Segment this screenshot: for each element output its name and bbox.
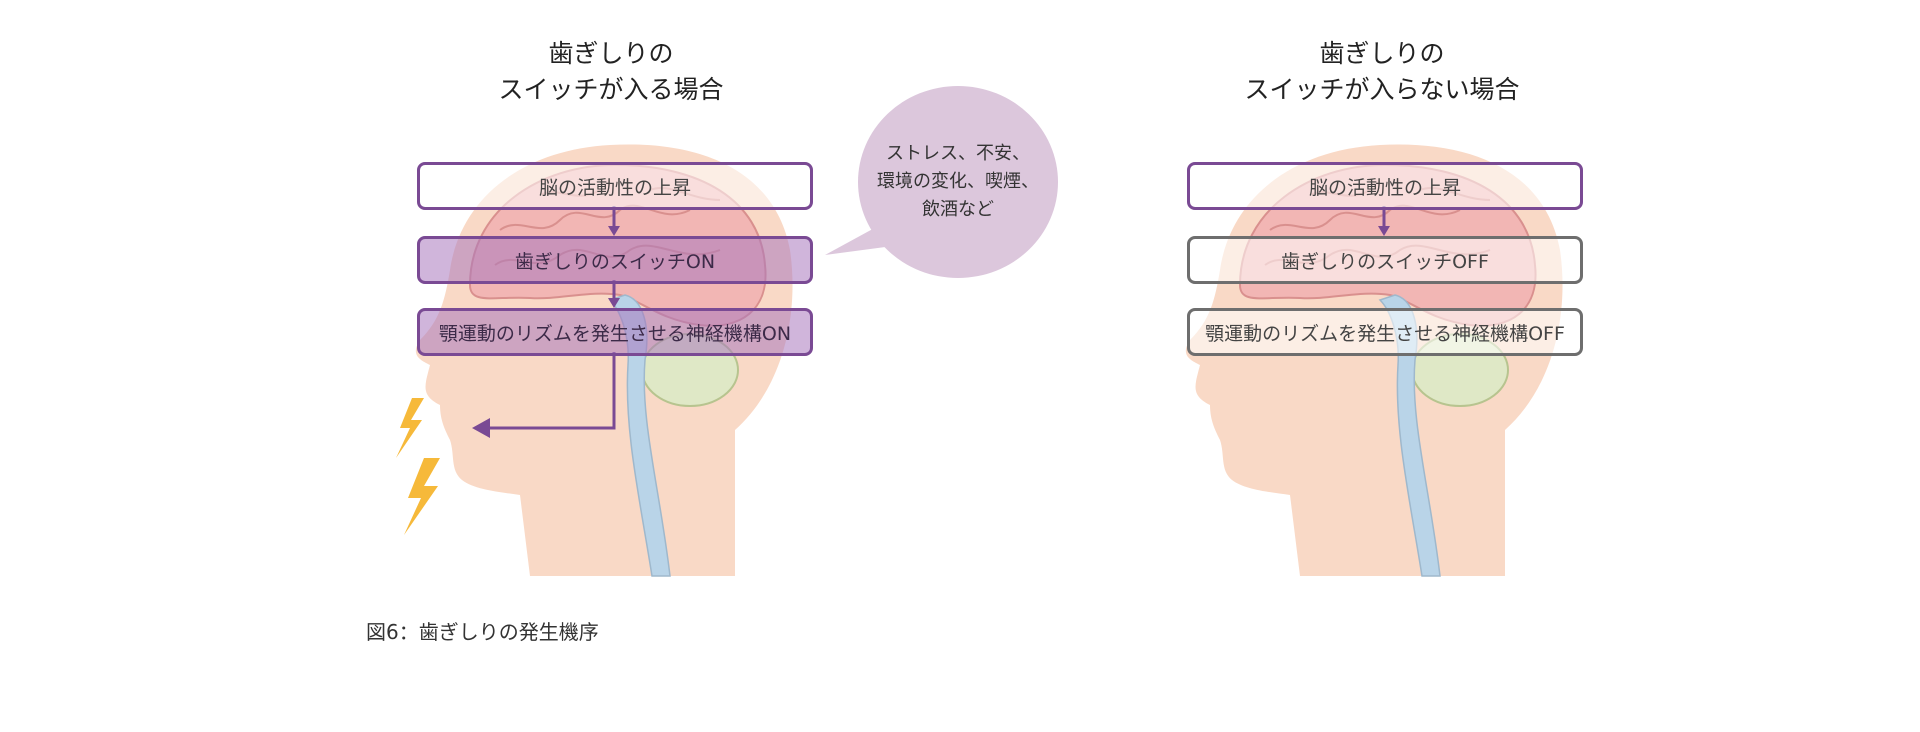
left-title: 歯ぎしりの スイッチが入る場合: [411, 36, 811, 108]
right-title: 歯ぎしりの スイッチが入らない場合: [1182, 36, 1582, 108]
right-box-switch-off: 歯ぎしりのスイッチOFF: [1187, 236, 1583, 284]
speech-bubble: [825, 86, 1058, 278]
figure-caption: 図6：歯ぎしりの発生機序: [366, 620, 599, 644]
right-box-brain-activity: 脳の活動性の上昇: [1187, 162, 1583, 210]
arrow-left-icon: [488, 352, 616, 430]
right-title-line2: スイッチが入らない場合: [1244, 75, 1520, 104]
right-title-line1: 歯ぎしりの: [1319, 39, 1445, 68]
left-title-line2: スイッチが入る場合: [498, 75, 724, 104]
left-box-brain-activity: 脳の活動性の上昇: [417, 162, 813, 210]
bubble-line3: 飲酒など: [922, 199, 994, 220]
flow-arrows-left: [472, 206, 620, 438]
left-title-line1: 歯ぎしりの: [548, 39, 674, 68]
bubble-text: ストレス、不安、 環境の変化、喫煙、 飲酒など: [853, 140, 1063, 224]
left-box-neural-mechanism-on: 顎運動のリズムを発生させる神経機構ON: [417, 308, 813, 356]
bubble-line1: ストレス、不安、: [886, 143, 1030, 164]
bubble-body: [858, 86, 1058, 278]
left-box-switch-on: 歯ぎしりのスイッチON: [417, 236, 813, 284]
right-box-neural-mechanism-off: 顎運動のリズムを発生させる神経機構OFF: [1187, 308, 1583, 356]
lightning-icon: [396, 398, 440, 535]
bubble-line2: 環境の変化、喫煙、: [877, 171, 1039, 192]
